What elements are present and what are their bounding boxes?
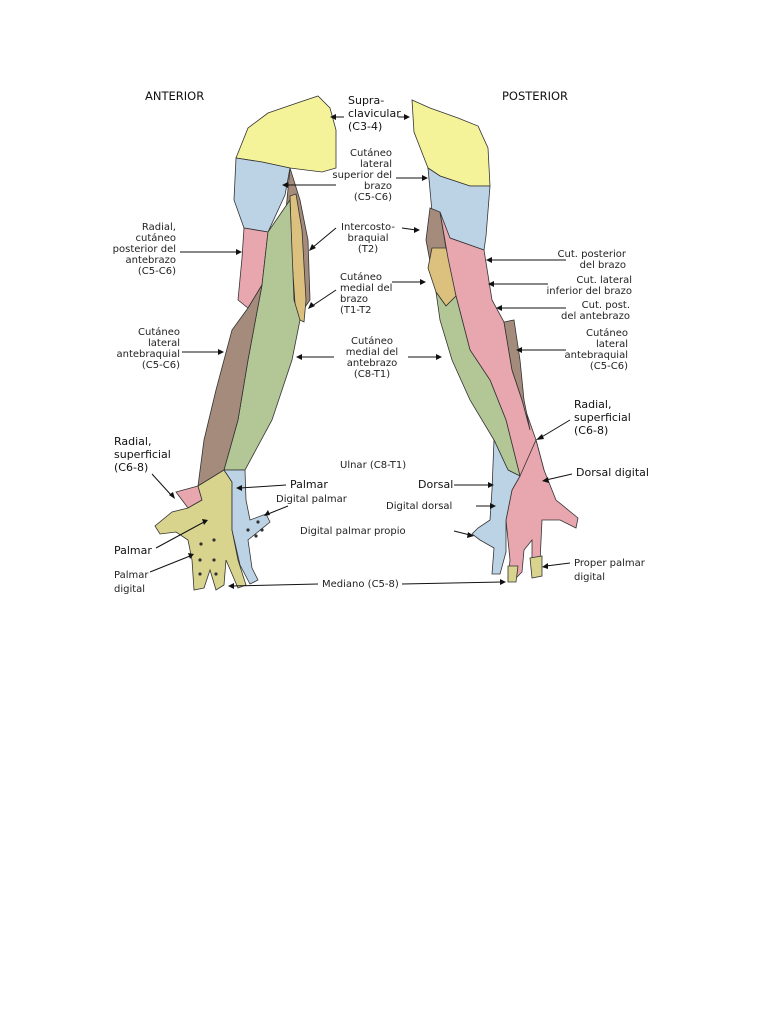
- svg-text:Dorsal digital: Dorsal digital: [576, 466, 649, 479]
- svg-text:Intercosto-braquial(T2): Intercosto-braquial(T2): [341, 222, 395, 255]
- svg-text:Palmar: Palmar: [114, 544, 152, 557]
- cut-post-antebrazo-label: Cut. post.del antebrazo: [496, 300, 630, 322]
- digital-palmar-propio-label: Digital palmar propio: [300, 526, 474, 538]
- intercostobrachial-label: Intercosto-braquial(T2): [309, 222, 420, 255]
- mediano-label: Mediano (C5-8): [228, 579, 506, 590]
- dorsal-center-label: Dorsal: [418, 478, 494, 491]
- digital-dorsal-label: Digital dorsal: [386, 501, 496, 512]
- svg-text:Digital palmar: Digital palmar: [276, 494, 348, 505]
- right-radial-superficial-label: Radial,superficial(C6-8): [536, 398, 631, 440]
- left-radial-superficial-label: Radial,superficial(C6-8): [114, 435, 175, 499]
- svg-text:Mediano (C5-8): Mediano (C5-8): [322, 579, 399, 590]
- ulnar-label: Ulnar (C8-T1): [340, 460, 406, 471]
- svg-text:Supra-clavicular(C3-4): Supra-clavicular(C3-4): [348, 94, 401, 133]
- supraclavicular-label: Supra-clavicular(C3-4): [330, 94, 410, 133]
- svg-text:Cut. post.del antebrazo: Cut. post.del antebrazo: [561, 300, 630, 322]
- svg-text:Digital palmar propio: Digital palmar propio: [300, 526, 406, 537]
- dorsal-digital-label: Dorsal digital: [542, 466, 649, 483]
- posterior-heading: POSTERIOR: [502, 89, 568, 103]
- digital-palmar-label: Digital palmar: [264, 494, 348, 516]
- palmar-center-label: Palmar: [236, 478, 328, 491]
- svg-text:Radial,superficial(C6-8): Radial,superficial(C6-8): [574, 398, 631, 437]
- svg-text:Dorsal: Dorsal: [418, 478, 453, 491]
- anterior-arm: [155, 96, 336, 590]
- posterior-supraclavicular-region: [412, 100, 490, 186]
- anterior-heading: ANTERIOR: [145, 89, 204, 103]
- svg-text:Digital dorsal: Digital dorsal: [386, 501, 452, 512]
- svg-text:Palmar: Palmar: [290, 478, 328, 491]
- svg-text:Radial,superficial(C6-8): Radial,superficial(C6-8): [114, 435, 171, 474]
